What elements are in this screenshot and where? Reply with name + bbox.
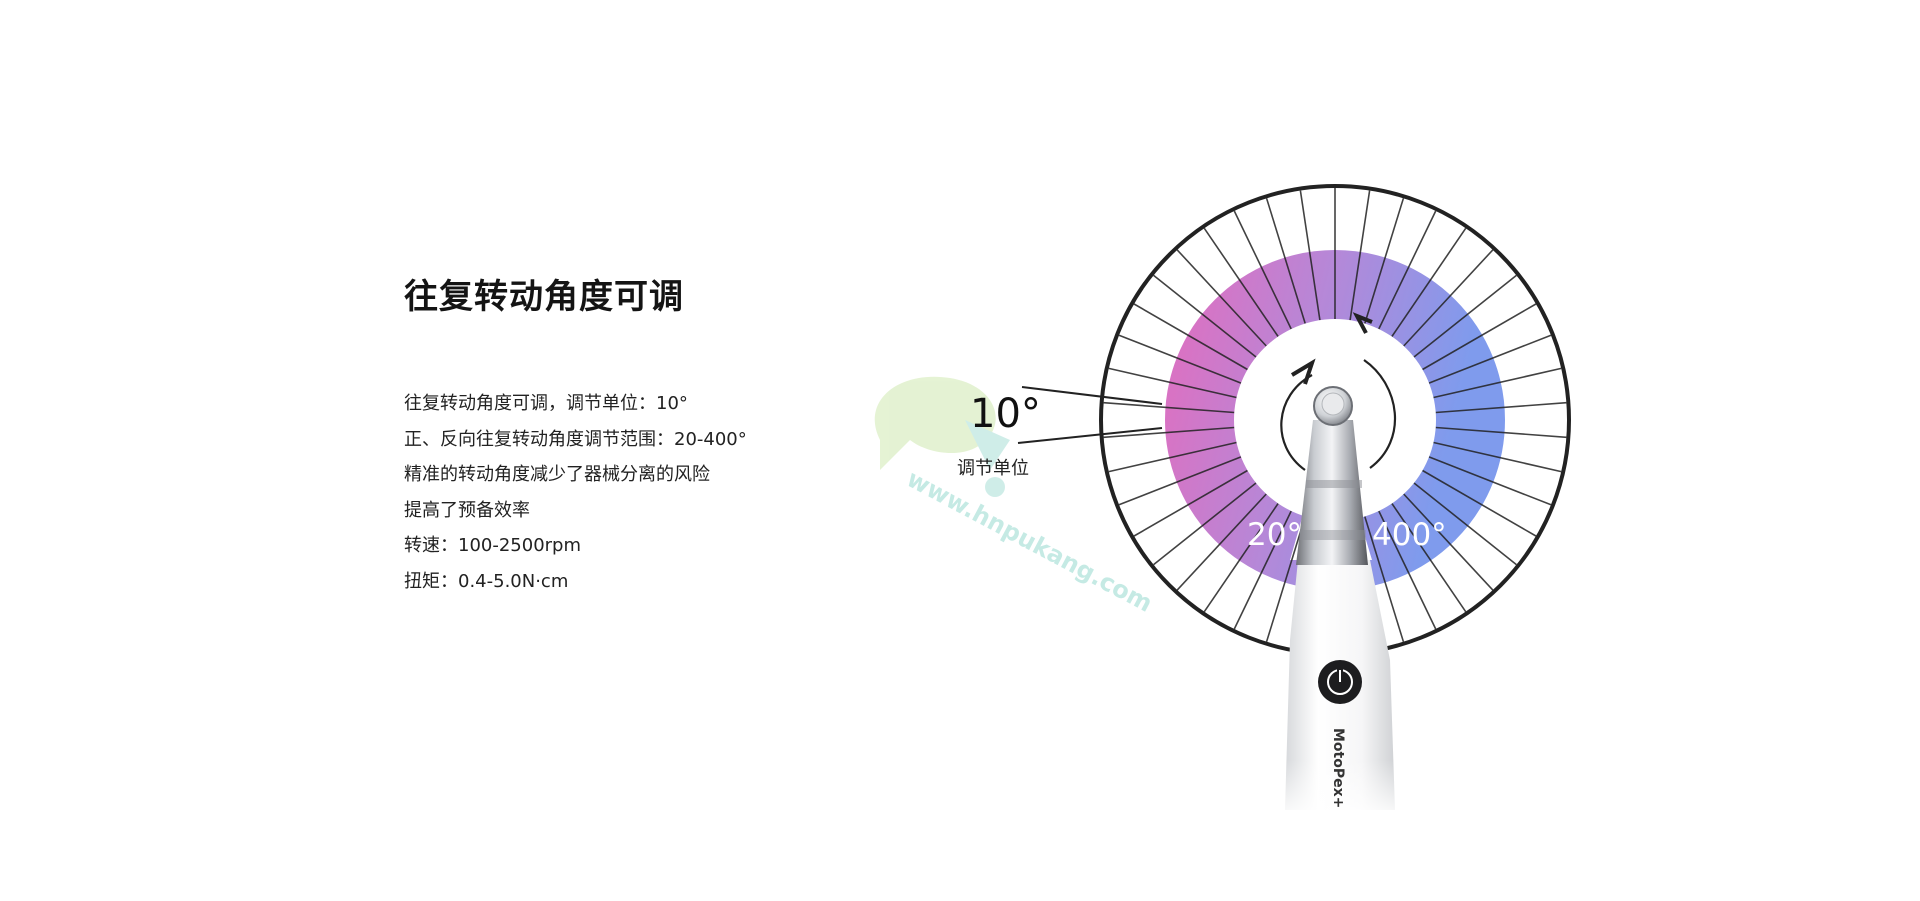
dial-tick — [1435, 426, 1567, 439]
watermark-url: www.hnpukang.com — [902, 465, 1157, 618]
spec-item-angle-range: 正、反向往复转动角度调节范围：20-400° — [404, 428, 747, 450]
unit-label: 调节单位 — [957, 458, 1029, 479]
arrow-head-top — [1352, 312, 1373, 334]
spec-list: 往复转动角度可调，调节单位：10° 正、反向往复转动角度调节范围：20-400°… — [404, 386, 924, 599]
dial-tick — [1299, 190, 1321, 321]
rotate-counterclockwise-icon — [1363, 359, 1397, 469]
spec-item-efficiency: 提高了预备效率 — [404, 499, 530, 521]
dial-tick — [1433, 367, 1562, 399]
dial-tick — [1428, 456, 1552, 506]
dial-tick — [1133, 303, 1248, 371]
dial-tick — [1378, 210, 1437, 330]
dial-tick — [1108, 441, 1237, 473]
dial-tick — [1103, 426, 1235, 439]
feature-text-block: 往复转动角度可调 往复转动角度可调，调节单位：10° 正、反向往复转动角度调节范… — [404, 270, 924, 599]
dial-tick — [1422, 469, 1537, 537]
dial-tick — [1413, 482, 1517, 566]
unit-value: 10° — [970, 391, 1041, 437]
spec-item-angle-unit: 往复转动角度可调，调节单位：10° — [404, 393, 688, 414]
dial-tick — [1118, 456, 1242, 506]
dial-tick — [1153, 274, 1257, 358]
arrow-head-upper-left — [1290, 358, 1316, 385]
dial-tick — [1203, 503, 1279, 613]
dial-tick — [1413, 274, 1517, 358]
spec-item-torque: 扭矩：0.4-5.0N·cm — [404, 570, 569, 592]
angle-scale-ring — [1099, 184, 1571, 656]
unit-pointer-line-top — [1021, 386, 1163, 405]
spec-item-risk: 精准的转动角度减少了器械分离的风险 — [404, 464, 710, 485]
dial-tick — [1153, 482, 1257, 566]
dial-tick — [1265, 516, 1306, 642]
dial-tick — [1364, 516, 1405, 642]
dial-tick — [1203, 227, 1279, 337]
max-angle-label: 400° — [1372, 517, 1447, 553]
dial-tick — [1103, 401, 1235, 414]
dial-tick — [1133, 469, 1248, 537]
dial-tick — [1118, 334, 1242, 384]
device-brand: MotoPex+ — [1330, 728, 1346, 808]
dial-tick — [1349, 190, 1371, 321]
dial-tick — [1433, 441, 1562, 473]
dial-tick — [1233, 210, 1292, 330]
dial-tick — [1364, 198, 1405, 324]
handpiece — [1280, 386, 1400, 820]
min-angle-label: 20° — [1247, 517, 1302, 553]
unit-pointer-line-bottom — [1017, 427, 1163, 444]
section-title: 往复转动角度可调 — [404, 277, 684, 317]
dial-tick — [1403, 493, 1494, 591]
dial-tick — [1391, 227, 1467, 337]
dial-tick — [1108, 367, 1237, 399]
dial-tick — [1435, 401, 1567, 414]
spec-item-speed: 转速：100-2500rpm — [404, 535, 582, 556]
dial-tick — [1403, 249, 1494, 347]
dial-tick — [1233, 510, 1292, 630]
dial-tick — [1265, 198, 1306, 324]
dial-tick — [1422, 303, 1537, 371]
dial-tick — [1391, 503, 1467, 613]
power-icon — [1318, 660, 1362, 704]
dial-tick — [1176, 249, 1267, 347]
dial-tick — [1378, 510, 1437, 630]
dial-tick — [1176, 493, 1267, 591]
rotate-clockwise-icon — [1280, 374, 1313, 471]
dial-tick — [1428, 334, 1552, 384]
